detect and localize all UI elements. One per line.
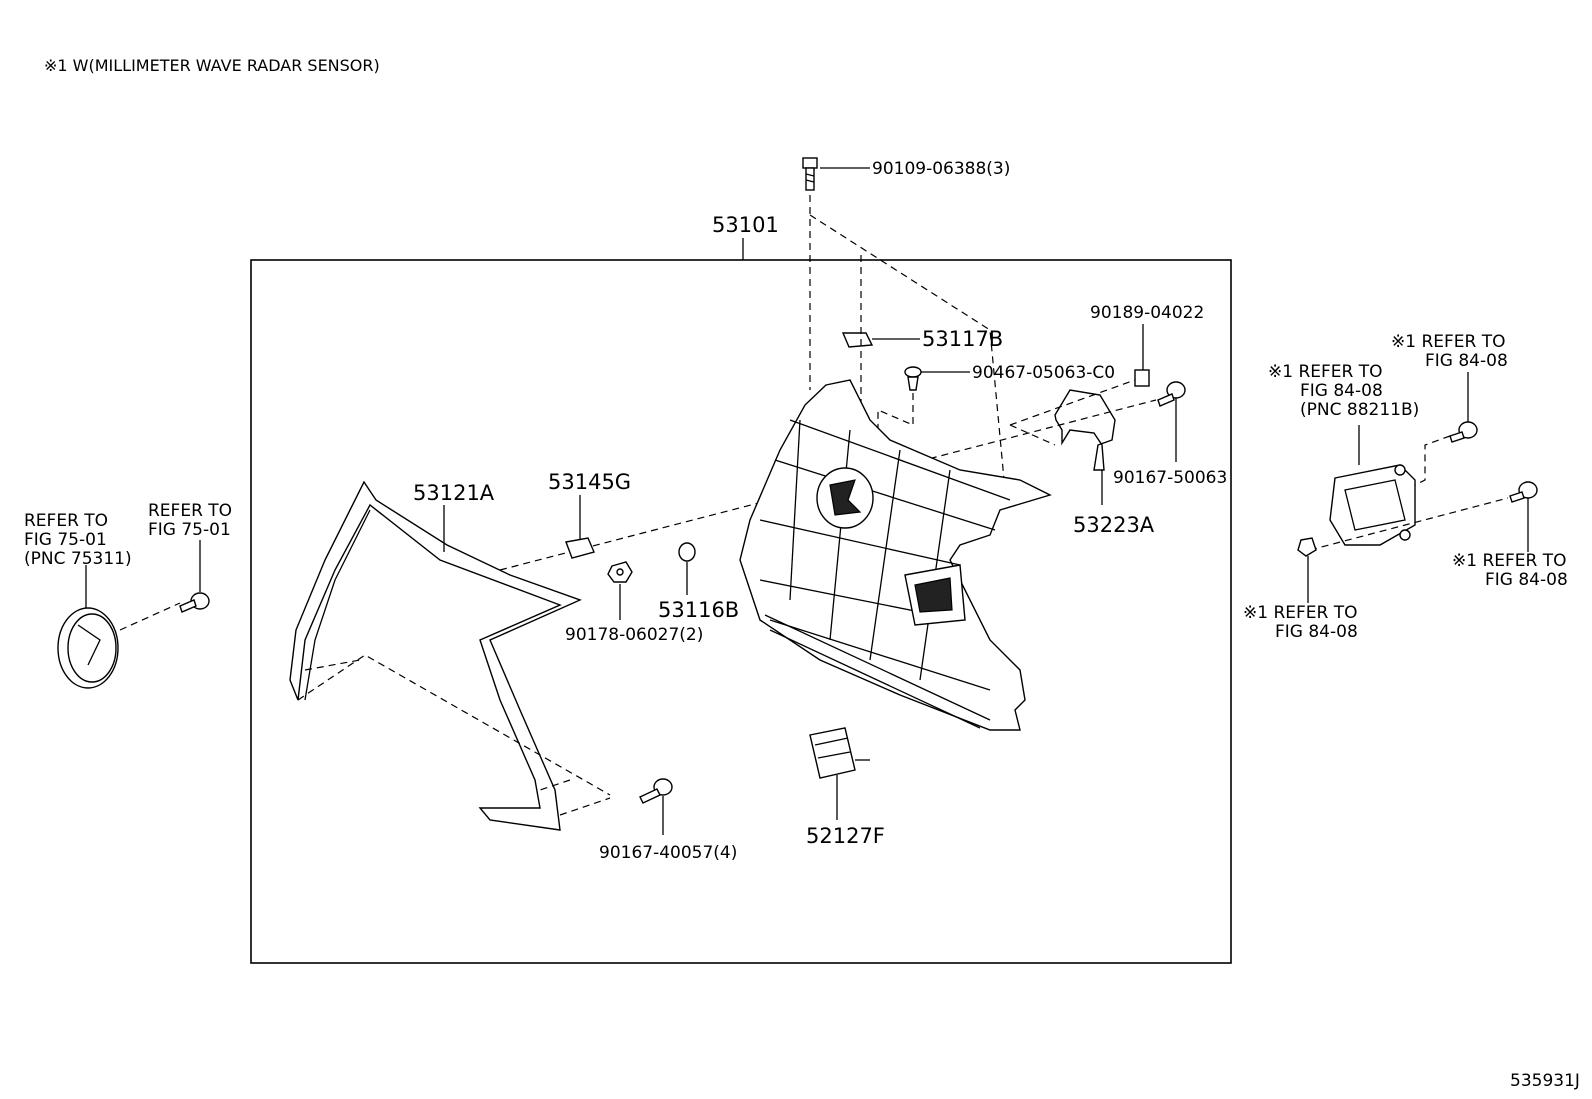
label-53145g[interactable]: 53145G — [548, 470, 631, 494]
nut-clip-icon — [1134, 369, 1150, 387]
sensor-ref-line3[interactable]: (PNC 88211B) — [1300, 400, 1419, 420]
label-90109-06388[interactable]: 90109-06388(3) — [872, 159, 1010, 179]
emblem-ref-line3[interactable]: (PNC 75311) — [24, 549, 132, 569]
sensor-ref-line1[interactable]: ※1 REFER TO — [1268, 362, 1383, 382]
mid-right-ref-line1[interactable]: ※1 REFER TO — [1452, 551, 1567, 571]
label-90167-40057[interactable]: 90167-40057(4) — [599, 843, 737, 863]
sensor-ref-line2[interactable]: FIG 84-08 — [1300, 381, 1383, 401]
grille-molding-53121a — [289, 480, 582, 831]
label-90189-04022[interactable]: 90189-04022 — [1090, 303, 1204, 323]
bracket-53223a — [1054, 389, 1116, 471]
label-52127f[interactable]: 52127F — [806, 824, 885, 848]
bottom-ref-line2[interactable]: FIG 84-08 — [1275, 622, 1358, 642]
top-right-ref-line1[interactable]: ※1 REFER TO — [1391, 332, 1506, 352]
label-90467-05063-c0[interactable]: 90467-05063-C0 — [972, 363, 1115, 383]
emblem-ref-line2[interactable]: FIG 75-01 — [24, 530, 107, 550]
header-note: ※1 W(MILLIMETER WAVE RADAR SENSOR) — [44, 56, 380, 75]
nut-icon — [607, 561, 633, 583]
label-90178-06027[interactable]: 90178-06027(2) — [565, 625, 703, 645]
nut-icon — [1297, 537, 1317, 557]
label-53223a[interactable]: 53223A — [1073, 513, 1155, 537]
screw-icon — [1449, 421, 1478, 443]
screw-icon — [1157, 381, 1186, 407]
label-90167-50063[interactable]: 90167-50063 — [1113, 468, 1227, 488]
radar-sensor-icon — [1329, 464, 1416, 546]
push-clip-icon — [904, 366, 922, 391]
screw-icon — [179, 592, 210, 613]
top-right-ref-line2[interactable]: FIG 84-08 — [1425, 351, 1508, 371]
screw-icon — [639, 778, 673, 804]
assembly-frame-53101 — [250, 259, 1232, 964]
label-53116b[interactable]: 53116B — [658, 598, 739, 622]
grommet-icon — [678, 542, 696, 562]
clip-53117b-icon — [841, 332, 874, 348]
radiator-grille-assembly — [739, 379, 1052, 731]
label-53117b[interactable]: 53117B — [922, 327, 1003, 351]
emblem-icon — [57, 607, 119, 689]
screw-ref-line1[interactable]: REFER TO — [148, 501, 232, 521]
label-53101[interactable]: 53101 — [712, 213, 779, 237]
bolt-icon — [802, 157, 818, 191]
cover-52127f-icon — [809, 727, 870, 779]
screw-icon — [1509, 481, 1538, 503]
screw-ref-line2[interactable]: FIG 75-01 — [148, 520, 231, 540]
mid-right-ref-line2[interactable]: FIG 84-08 — [1485, 570, 1568, 590]
emblem-ref-line1[interactable]: REFER TO — [24, 511, 108, 531]
clip-53145g-icon — [565, 537, 595, 559]
bottom-ref-line1[interactable]: ※1 REFER TO — [1243, 603, 1358, 623]
label-53121a[interactable]: 53121A — [413, 481, 495, 505]
figure-code: 535931J — [1510, 1071, 1580, 1091]
